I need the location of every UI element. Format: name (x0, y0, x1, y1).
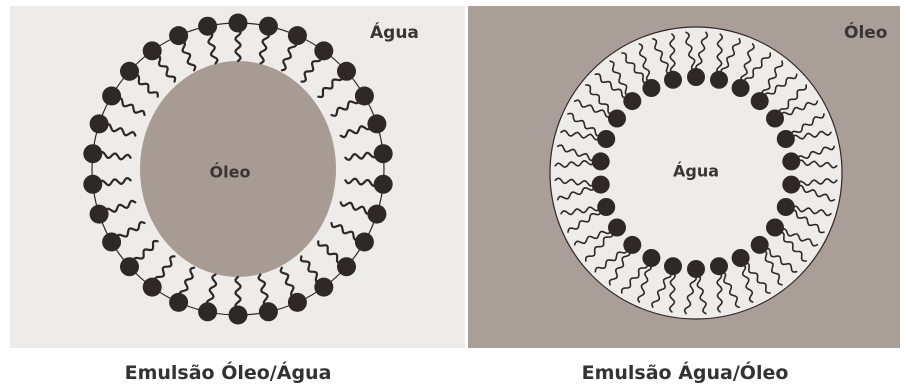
surfactant-head (592, 152, 610, 170)
surfactant-head (367, 114, 386, 133)
surfactant-head (143, 41, 162, 60)
surfactant-head (90, 205, 109, 224)
surfactant-head (314, 41, 333, 60)
surfactant-head (169, 26, 188, 45)
surfactant-head (751, 92, 769, 110)
surfactant-head (198, 302, 217, 321)
surfactant-head (623, 236, 641, 254)
surfactant-head (687, 260, 705, 278)
surfactant-head (355, 233, 374, 252)
surfactant-head (664, 71, 682, 89)
surfactant-head (782, 176, 800, 194)
surfactant-head (143, 278, 162, 297)
water-in-oil-panel: Óleo Água (468, 6, 900, 348)
surfactant-head (169, 293, 188, 312)
oil-phase-label: Óleo (844, 23, 888, 43)
water-core-label: Água (673, 162, 719, 181)
surfactant-head (83, 144, 102, 163)
surfactant-head (374, 144, 393, 163)
surfactant-head (259, 17, 278, 36)
surfactant-head (751, 236, 769, 254)
surfactant-head (229, 306, 248, 325)
surfactant-head (367, 205, 386, 224)
surfactant-head (337, 257, 356, 276)
surfactant-head (259, 302, 278, 321)
surfactant-head (597, 130, 615, 148)
surfactant-head (642, 249, 660, 267)
surfactant-head (102, 233, 121, 252)
surfactant-head (623, 92, 641, 110)
surfactant-head (337, 62, 356, 81)
surfactant-head (766, 110, 784, 128)
surfactant-head (732, 79, 750, 97)
surfactant-head (664, 257, 682, 275)
oil-core-label: Óleo (210, 163, 251, 182)
oil-in-water-caption: Emulsão Óleo/Água (125, 362, 332, 384)
surfactant-head (687, 68, 705, 86)
surfactant-head (608, 110, 626, 128)
surfactant-head (777, 130, 795, 148)
surfactant-head (374, 175, 393, 194)
surfactant-head (355, 87, 374, 106)
oil-in-water-panel: Água Óleo (10, 6, 465, 348)
surfactant-head (288, 26, 307, 45)
surfactant-head (314, 278, 333, 297)
surfactant-head (777, 198, 795, 216)
surfactant-head (710, 257, 728, 275)
surfactant-head (229, 14, 248, 33)
surfactant-head (90, 114, 109, 133)
surfactant-head (597, 198, 615, 216)
surfactant-head (766, 219, 784, 237)
surfactant-head (198, 17, 217, 36)
surfactant-head (102, 87, 121, 106)
surfactant-head (120, 62, 139, 81)
surfactant-head (288, 293, 307, 312)
water-in-oil-caption: Emulsão Água/Óleo (582, 362, 789, 384)
surfactant-head (120, 257, 139, 276)
surfactant-head (732, 249, 750, 267)
surfactant-head (83, 175, 102, 194)
surfactant-head (782, 152, 800, 170)
surfactant-head (710, 71, 728, 89)
surfactant-head (592, 176, 610, 194)
surfactant-head (608, 219, 626, 237)
surfactant-head (642, 79, 660, 97)
water-phase-label: Água (370, 23, 419, 43)
